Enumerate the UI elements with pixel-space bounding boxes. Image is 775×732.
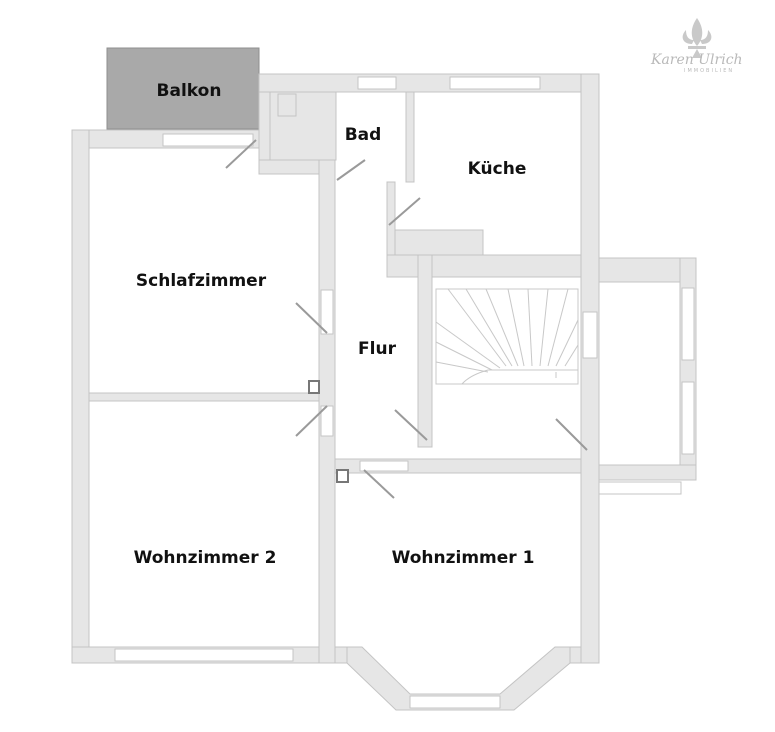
doors [225, 139, 588, 499]
logo-sub-text: IMMOBILIEN [684, 68, 734, 74]
staircase [435, 288, 579, 385]
room-label-wohnzimmer2: Wohnzimmer 2 [134, 548, 277, 568]
chimney-1 [308, 380, 320, 394]
bay-extension [598, 257, 697, 495]
room-label-schlafzimmer: Schlafzimmer [136, 271, 267, 291]
balcony-area [106, 47, 260, 130]
logo: Karen Ulrich IMMOBILIEN [650, 18, 743, 74]
room-label-wohnzimmer1: Wohnzimmer 1 [392, 548, 535, 568]
room-label-bad: Bad [345, 125, 382, 145]
interior-walls [88, 91, 582, 664]
room-label-balkon: Balkon [157, 81, 222, 101]
fleur-de-lis-icon [682, 18, 712, 58]
chimney-2 [336, 469, 349, 483]
room-label-kueche: Küche [468, 159, 527, 179]
windows [114, 76, 598, 709]
logo-script-text: Karen Ulrich [650, 52, 743, 68]
room-label-flur: Flur [358, 339, 397, 359]
